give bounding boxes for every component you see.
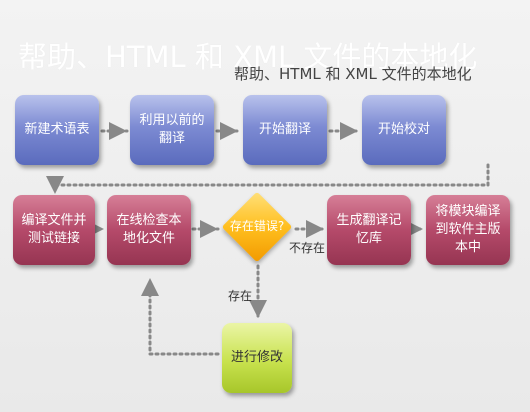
decision-label: 存在错误? [229, 219, 285, 233]
connector-proofread-to-compile [46, 163, 490, 196]
step-new-glossary: 新建术语表 [15, 95, 99, 165]
step-compile-and-test-links: 编译文件并测试链接 [13, 195, 95, 265]
step-start-proofreading: 开始校对 [362, 95, 446, 165]
edge-label-no: 不存在 [289, 241, 326, 255]
connector-fix-to-check [141, 276, 220, 356]
step-reuse-translation: 利用以前的翻译 [130, 95, 214, 165]
header-subtitle: 帮助、HTML 和 XML 文件的本地化 [234, 65, 472, 83]
step-start-translation: 开始翻译 [243, 95, 327, 165]
decision-errors-exist: 存在错误? [221, 191, 293, 263]
header-title-watermark: 帮助、HTML 和 XML 文件的本地化 [18, 40, 478, 74]
edge-label-yes: 存在 [228, 289, 253, 303]
step-compile-into-main-build: 将模块编译到软件主版本中 [426, 195, 510, 265]
step-make-corrections: 进行修改 [222, 323, 292, 393]
step-online-check: 在线检查本地化文件 [107, 195, 191, 265]
step-build-translation-memory: 生成翻译记忆库 [327, 195, 411, 265]
